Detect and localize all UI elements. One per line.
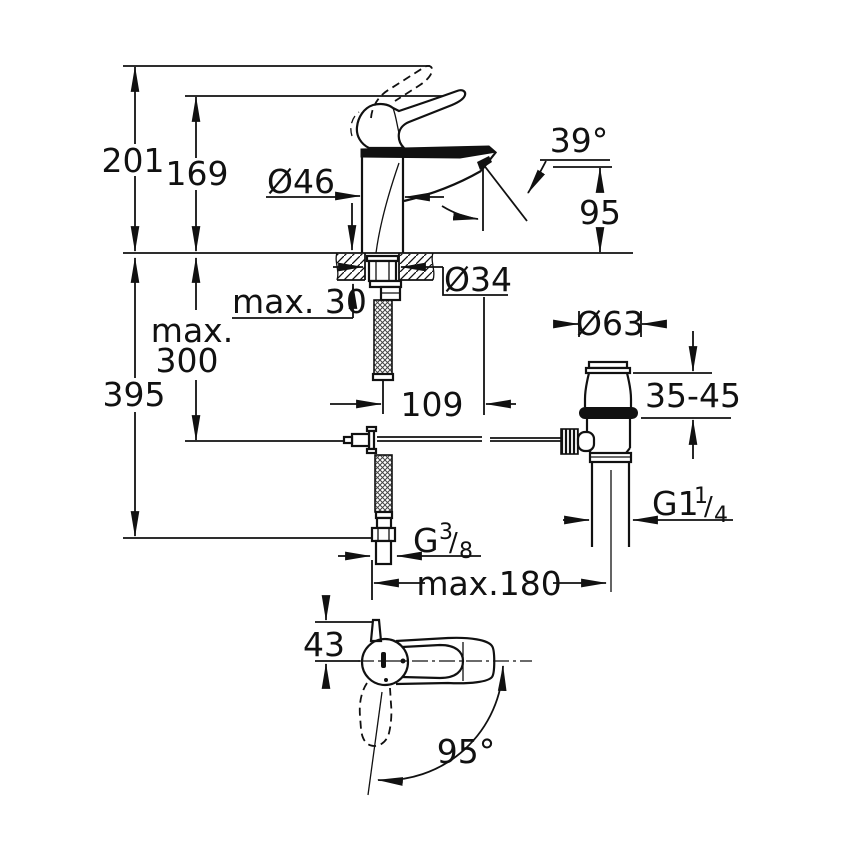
- dim-g114: G1 1 / 4: [563, 484, 733, 528]
- dim-g114-numerator: 1: [694, 484, 708, 509]
- dim-d34-label: Ø34: [444, 260, 512, 299]
- faucet-top-view: 43 95°: [303, 595, 532, 796]
- rod-adjuster-knob: [560, 428, 579, 455]
- dim-max30: max. 30: [232, 203, 367, 321]
- dim-35-45: 35-45: [633, 331, 741, 459]
- fastening-set: [365, 254, 403, 302]
- hose-nut: [370, 526, 397, 543]
- dim-201: 201: [102, 65, 165, 253]
- dim-39deg-label: 39°: [550, 121, 609, 160]
- lever-handle: [355, 89, 467, 150]
- dim-169: 169: [166, 95, 229, 253]
- dim-max300: max. 300: [151, 256, 233, 442]
- dim-diameter63: Ø63: [553, 304, 667, 343]
- dim-109: 109: [330, 297, 516, 424]
- dim-g38: G 3 / 8: [338, 520, 481, 564]
- dim-95-label: 95: [579, 193, 621, 232]
- dim-max30-label: max. 30: [232, 282, 367, 321]
- supply-hose: [370, 299, 397, 566]
- dim-g114-slash: /: [704, 492, 713, 522]
- dim-201-label: 201: [102, 141, 165, 180]
- dim-g38-denominator: 8: [459, 539, 473, 564]
- dim-169-label: 169: [166, 154, 229, 193]
- dim-g38-main: G: [413, 521, 439, 560]
- dim-g114-denominator: 4: [714, 503, 728, 528]
- dim-g38-numerator: 3: [439, 520, 453, 545]
- dim-395: 395: [103, 256, 166, 538]
- aerator: [477, 156, 492, 170]
- lever-raised-position: [370, 64, 434, 119]
- dim-109-label: 109: [401, 385, 464, 424]
- dim-95deg-label: 95°: [437, 732, 496, 771]
- handle-swung-position: [358, 682, 393, 747]
- reference-lines: [123, 65, 633, 539]
- dim-angle39: 39°: [441, 121, 610, 231]
- dim-max300-label2: 300: [156, 341, 219, 380]
- dim-d63-label: Ø63: [576, 304, 644, 343]
- dim-diameter46: Ø46: [266, 162, 444, 202]
- dim-43-label: 43: [303, 625, 345, 664]
- dim-d46-label: Ø46: [267, 162, 335, 201]
- temperature-pin: [369, 618, 383, 643]
- dim-max300-label1: max.: [151, 311, 233, 350]
- dim-max180: max.180: [371, 560, 608, 603]
- dim-g38-slash: /: [449, 528, 458, 558]
- dim-95: 95: [579, 166, 621, 254]
- dim-395-label: 395: [103, 375, 166, 414]
- dim-max180-label: max.180: [416, 564, 561, 603]
- pop-up-rod: [342, 425, 561, 455]
- dim-g114-main: G1: [652, 484, 699, 523]
- dim-diameter34: Ø34: [333, 260, 512, 299]
- pop-up-waste: [560, 360, 638, 592]
- waste-seal-ring: [579, 407, 638, 419]
- faucet-side-view: [350, 64, 498, 254]
- dim-3545-label: 35-45: [645, 376, 741, 415]
